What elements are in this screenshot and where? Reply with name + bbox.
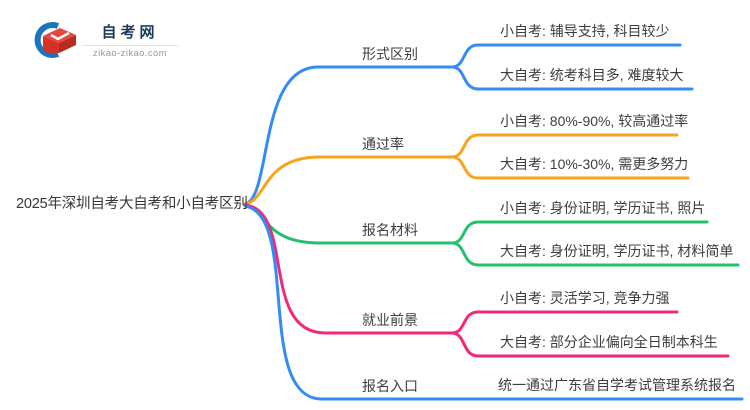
branch-5-trunk-line [243, 204, 744, 401]
logo-divider [82, 45, 178, 46]
central-topic: 2025年深圳自考大自考和小自考区别 [16, 196, 248, 212]
branch-label-employment-prospects: 就业前景 [362, 312, 418, 328]
branch-label-form-difference: 形式区别 [362, 46, 418, 62]
leaf-registration-entrance-info: 统一通过广东省自学考试管理系统报名 [498, 377, 736, 393]
leaf-form-big-exam: 大自考: 统考科目多, 难度较大 [500, 67, 684, 83]
branch-1-trunk-line [243, 65, 454, 206]
leaf-employment-small-exam: 小自考: 灵活学习, 竞争力强 [500, 290, 670, 306]
branch-1-child-2-line [450, 65, 694, 91]
branch-4-child-1-line [450, 310, 679, 335]
branch-1-child-1-line [450, 43, 682, 69]
branch-label-pass-rate: 通过率 [362, 136, 404, 152]
site-logo: 自考网 zikao-zikao.com [30, 20, 178, 60]
branch-4-trunk-line [243, 203, 454, 335]
branch-label-registration-entrance: 报名入口 [362, 378, 418, 394]
logo-domain: zikao-zikao.com [92, 48, 168, 59]
logo-cap-chevron [50, 31, 70, 41]
branch-2-child-2-line [450, 155, 690, 180]
branch-3-trunk-line [243, 203, 454, 245]
leaf-materials-big-exam: 大自考: 身份证明, 学历证书, 材料简单 [500, 243, 734, 259]
branch-3-child-1-line [450, 220, 709, 245]
logo-title: 自考网 [101, 24, 159, 41]
leaf-form-small-exam: 小自考: 辅导支持, 科目较少 [500, 23, 670, 39]
logo-cap-top-face [43, 28, 76, 43]
leaf-passrate-small-exam: 小自考: 80%-90%, 较高通过率 [500, 113, 689, 129]
logo-cap-side-face [59, 35, 76, 53]
logo-text-block: 自考网 zikao-zikao.com [82, 21, 178, 59]
leaf-employment-big-exam: 大自考: 部分企业偏向全日制本科生 [500, 334, 718, 350]
branch-label-registration-materials: 报名材料 [362, 222, 418, 238]
branch-2-trunk-line [243, 155, 454, 206]
leaf-passrate-big-exam: 大自考: 10%-30%, 需更多努力 [500, 156, 689, 172]
branch-4-child-2-line [450, 331, 730, 358]
logo-cap-front-face [43, 36, 59, 53]
leaf-materials-small-exam: 小自考: 身份证明, 学历证书, 照片 [500, 200, 706, 216]
logo-crescent-shape [34, 22, 60, 58]
zikao-logo-icon [34, 22, 76, 58]
branch-3-child-2-line [450, 241, 740, 267]
